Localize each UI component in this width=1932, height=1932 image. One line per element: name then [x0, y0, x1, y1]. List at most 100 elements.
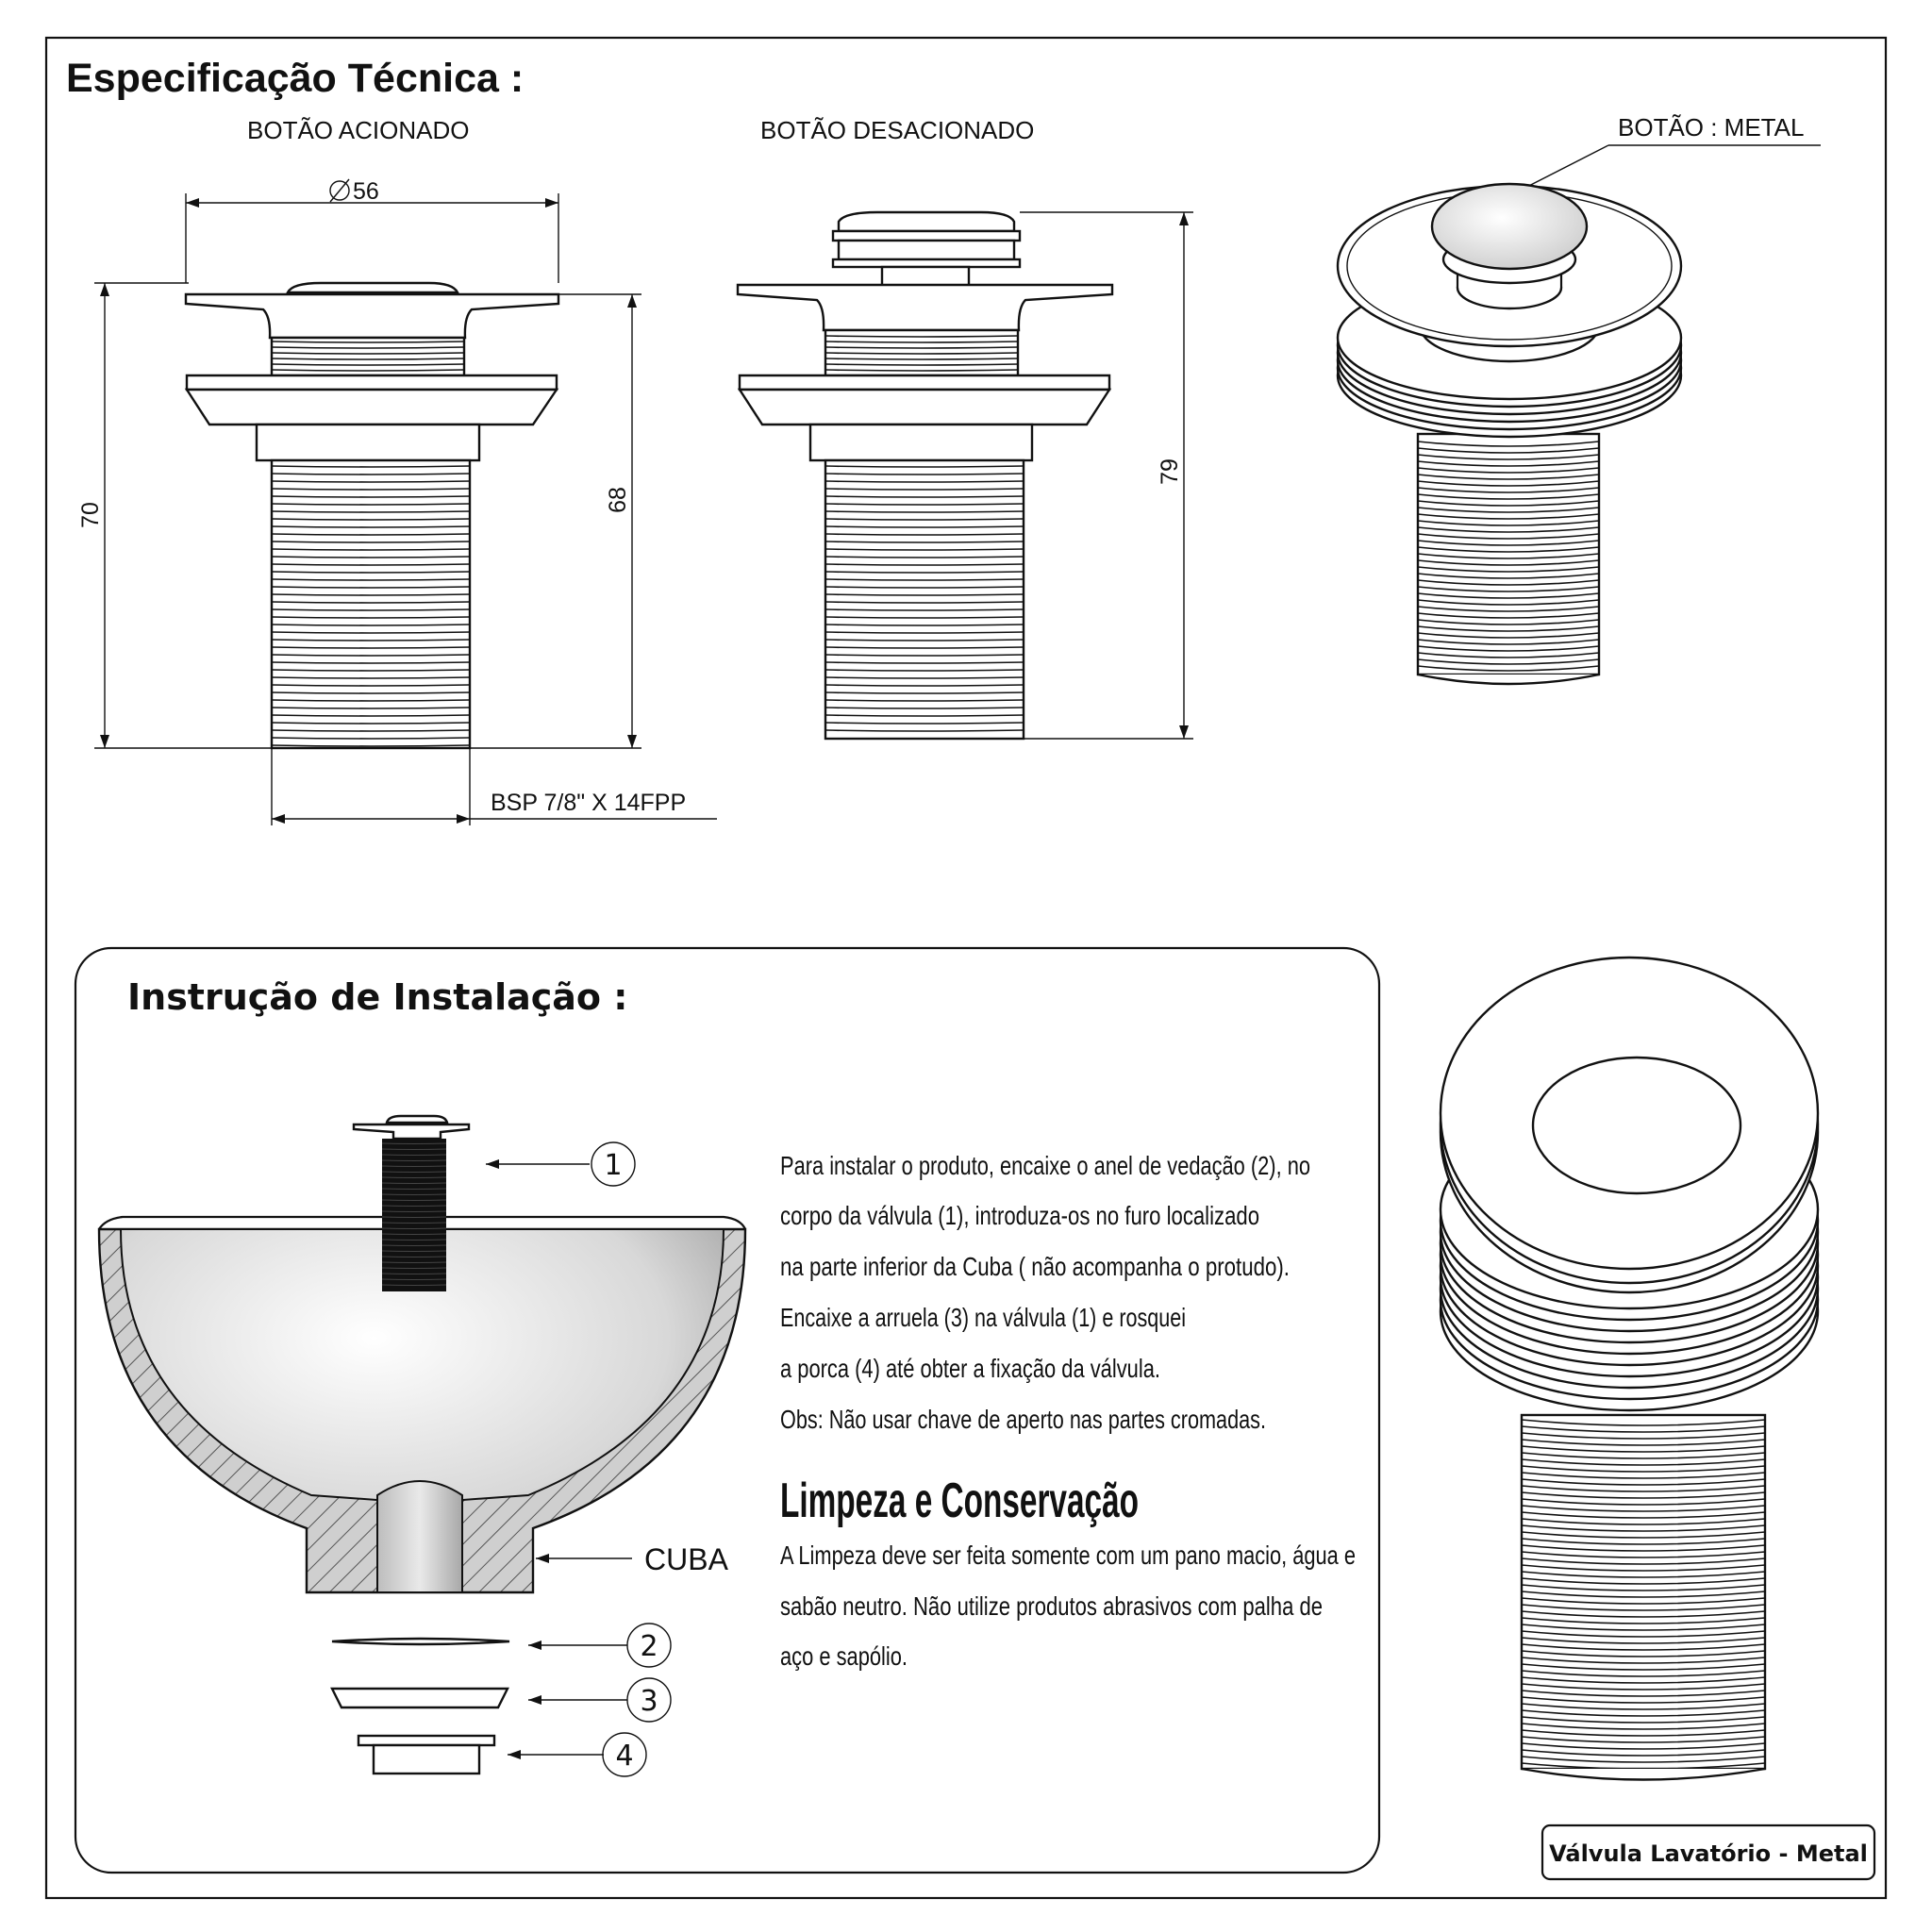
thread-line: [1417, 454, 1600, 460]
thread-line: [1417, 579, 1600, 586]
thread-line: [1521, 1498, 1766, 1506]
instruction-line-4: Encaixe a arruela (3) na válvula (1) e r…: [780, 1303, 1186, 1332]
thread-line: [381, 1205, 447, 1207]
thread-line: [1521, 1524, 1766, 1532]
thread-line: [271, 525, 471, 528]
thread-line: [271, 473, 471, 475]
thread-line: [1521, 1472, 1766, 1479]
thread-line: [1521, 1465, 1766, 1473]
thread-line: [271, 369, 465, 372]
thread-line: [271, 631, 471, 634]
thread-line: [1521, 1650, 1766, 1657]
care-line-1: A Limpeza deve ser feita somente com um …: [780, 1541, 1356, 1570]
thread-line: [1521, 1703, 1766, 1710]
callout-number-2: 2: [640, 1630, 658, 1663]
thread-line: [1417, 652, 1600, 658]
view-label-released: BOTÃO DESACIONADO: [760, 116, 1034, 144]
thread-line: [271, 488, 471, 491]
thread-line: [1521, 1458, 1766, 1466]
thread-line: [824, 639, 1024, 641]
thread-line: [381, 1261, 447, 1263]
thread-line: [824, 335, 1019, 338]
thread-line: [1417, 592, 1600, 599]
thread-line: [1521, 1571, 1766, 1578]
thread-line: [824, 488, 1024, 491]
installation-instructions: Para instalar o produto, encaixe o anel …: [780, 1151, 1310, 1434]
thread-line: [824, 548, 1024, 551]
thread-line: [1521, 1742, 1766, 1750]
part-1-valve-body: [352, 1114, 471, 1291]
instruction-line-3: na parte inferior da Cuba ( não acompanh…: [780, 1252, 1290, 1281]
thread-line: [1521, 1624, 1766, 1631]
thread-line: [824, 495, 1024, 498]
thread-line: [824, 593, 1024, 596]
thread-line: [1521, 1749, 1766, 1757]
thread-line: [381, 1188, 447, 1190]
thread-line: [824, 729, 1024, 732]
thread-line: [824, 601, 1024, 604]
thread-line: [271, 556, 471, 558]
instruction-line-2: corpo da válvula (1), introduza-os no fu…: [780, 1201, 1259, 1230]
dimension-height-total: 70: [77, 502, 104, 528]
thread-line: [1521, 1452, 1766, 1459]
thread-line: [381, 1216, 447, 1218]
thread-line: [824, 563, 1024, 566]
thread-line: [381, 1159, 447, 1161]
spec-title: Especificação Técnica :: [66, 56, 524, 101]
care-title: Limpeza e Conservação: [780, 1474, 1139, 1528]
thread-line: [824, 669, 1024, 672]
thread-line: [381, 1250, 447, 1252]
thread-line: [824, 608, 1024, 611]
thread-line: [271, 722, 471, 724]
thread-line: [1417, 665, 1600, 672]
thread-line: [1417, 500, 1600, 507]
thread-line: [271, 699, 471, 702]
dimension-lines-released: [1020, 211, 1193, 740]
view-label-pressed: BOTÃO ACIONADO: [247, 116, 470, 144]
thread-line: [1417, 586, 1600, 592]
thread-line: [1521, 1511, 1766, 1519]
thread-line: [271, 744, 471, 747]
thread-line: [824, 510, 1024, 513]
installation-panel: [74, 946, 1381, 1874]
thread-line: [271, 639, 471, 641]
thread-line: [381, 1148, 447, 1150]
thread-line: [1521, 1538, 1766, 1545]
thread-line: [1521, 1617, 1766, 1624]
thread-line: [824, 341, 1019, 343]
thread-line: [824, 358, 1019, 360]
thread-line: [824, 676, 1024, 679]
thread-line: [271, 495, 471, 498]
thread-line: [271, 714, 471, 717]
thread-line: [271, 616, 471, 619]
thread-line: [271, 608, 471, 611]
diameter-symbol-icon: [329, 178, 350, 203]
thread-line: [1521, 1439, 1766, 1446]
thread-line: [824, 503, 1024, 506]
thread-line: [824, 631, 1024, 634]
cuba-label: CUBA: [644, 1542, 729, 1576]
part-4-nut: [357, 1734, 496, 1775]
thread-line: [1521, 1485, 1766, 1492]
thread-line: [1417, 474, 1600, 480]
thread-line: [824, 646, 1024, 649]
thread-line: [1521, 1564, 1766, 1572]
thread-line: [381, 1267, 447, 1269]
thread-line: [1521, 1690, 1766, 1697]
thread-line: [1521, 1432, 1766, 1440]
thread-line: [1417, 467, 1600, 474]
thread-line: [271, 578, 471, 581]
thread-line: [1521, 1723, 1766, 1730]
thread-line: [381, 1154, 447, 1156]
thread-line: [1521, 1531, 1766, 1539]
thread-line: [381, 1176, 447, 1178]
thread-line: [381, 1233, 447, 1235]
thread-line: [1417, 573, 1600, 579]
thread-line: [1417, 480, 1600, 487]
thread-line: [1417, 487, 1600, 493]
thread-line: [1417, 566, 1600, 573]
thread-line: [271, 510, 471, 513]
thread-line: [271, 737, 471, 740]
thread-line: [1417, 553, 1600, 559]
valve-view-released: 79: [736, 210, 1193, 741]
